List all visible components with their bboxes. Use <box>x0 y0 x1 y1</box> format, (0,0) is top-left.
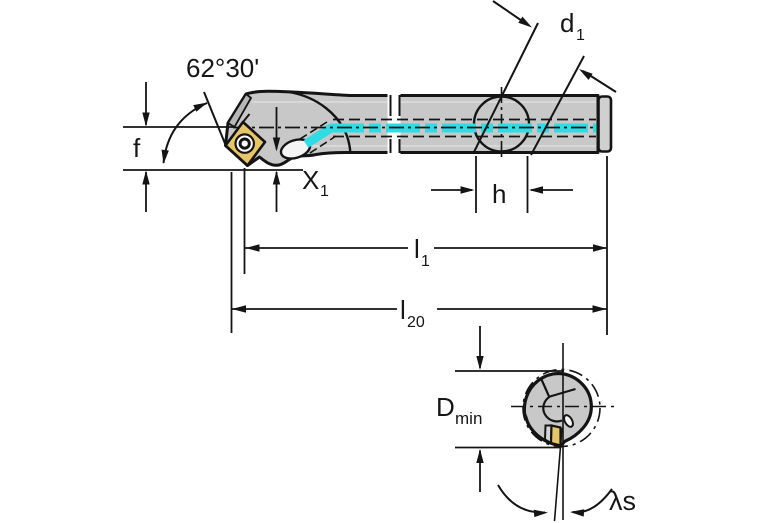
label-h: h <box>492 179 506 209</box>
d1-ext-line-right <box>530 55 585 156</box>
coolant-angled-dash-bottom <box>309 135 337 154</box>
label-l1: l <box>414 234 420 264</box>
d1-ext-line-left <box>473 22 539 153</box>
label-d1: d <box>560 8 574 38</box>
label-f: f <box>133 133 141 163</box>
head-blend-curve <box>288 90 352 153</box>
labels: 62°30' f X 1 d 1 h l 1 l 20 D min λs <box>133 8 636 516</box>
label-insert-angle: 62°30' <box>186 53 259 83</box>
end-view-body <box>522 371 593 449</box>
end-view-coolant-hole <box>563 414 574 428</box>
label-l20: l <box>400 295 406 325</box>
insert-screw-inner <box>238 137 251 150</box>
label-x1: X <box>302 165 319 195</box>
label-l1-sub: 1 <box>421 253 430 270</box>
lambda-s-arc-left <box>497 484 546 514</box>
label-lambda-s: λs <box>609 486 636 516</box>
lambda-s-arc-right <box>572 488 613 514</box>
label-dmin: D <box>436 392 455 422</box>
coolant-angled-dash-top <box>299 121 328 140</box>
label-x1-sub: 1 <box>320 183 329 200</box>
shank-end-cap <box>597 95 613 153</box>
dimensions-main-view <box>123 0 617 335</box>
side-view <box>224 87 613 167</box>
end-view-pocket-curve <box>542 395 563 423</box>
label-l20-sub: 20 <box>407 314 425 331</box>
label-d1-sub: 1 <box>576 27 585 44</box>
coolant-channel-angled <box>303 123 335 148</box>
angle-arc <box>162 102 208 164</box>
lambda-s-edge-line <box>553 427 563 522</box>
label-dmin-sub: min <box>455 409 482 428</box>
end-view-facet-line <box>540 379 551 398</box>
end-view <box>511 343 616 522</box>
end-view-insert <box>549 424 562 447</box>
insert-pocket-edge <box>242 113 251 123</box>
angle-edge-line <box>203 91 227 147</box>
